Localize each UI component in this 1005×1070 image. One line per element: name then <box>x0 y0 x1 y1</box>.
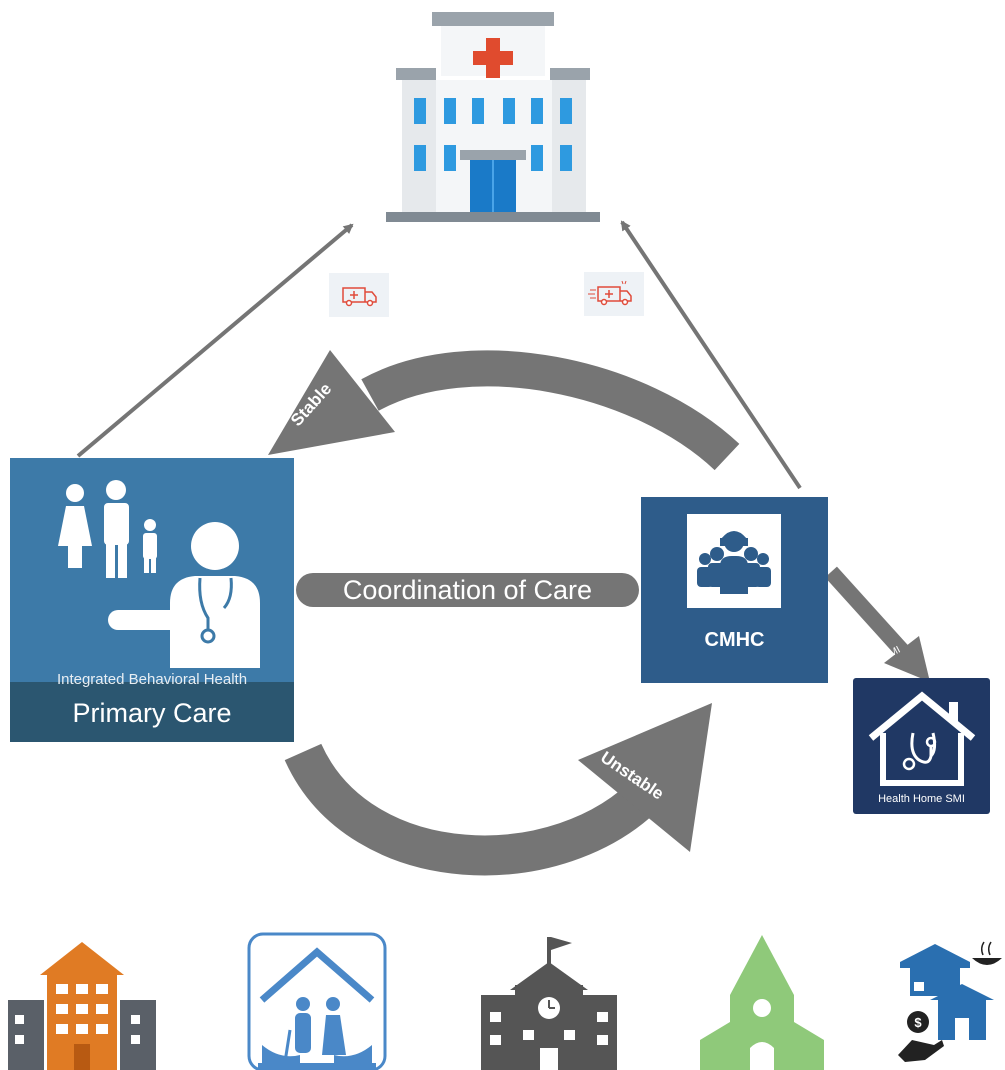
stable-arrow <box>268 350 740 471</box>
primary-to-hospital-arrow <box>76 223 354 458</box>
cmhc-to-hospital-arrow <box>620 220 802 490</box>
svg-text:$: $ <box>914 1015 922 1030</box>
cmhc-box: CMHC <box>641 497 828 683</box>
primary-care-title: Primary Care <box>72 698 232 728</box>
ambulance-icon-right <box>584 272 644 316</box>
family-doctor-icon <box>58 480 260 668</box>
house-stethoscope-icon <box>868 691 976 786</box>
primary-care-box: Integrated Behavioral Health Primary Car… <box>10 458 294 742</box>
elderly-housing-icon <box>247 932 387 1070</box>
cmhc-label: CMHC <box>704 629 765 651</box>
hospital-icon <box>386 12 600 222</box>
health-home-box: Health Home SMI <box>853 678 990 814</box>
coordination-of-care-bar: Coordination of Care <box>296 573 639 607</box>
primary-care-band <box>10 682 294 742</box>
group-icon <box>687 514 781 608</box>
unstable-arrow <box>284 703 712 876</box>
apartment-building-icon <box>8 942 156 1070</box>
ambulance-icon-left <box>329 273 389 317</box>
school-icon <box>481 937 617 1070</box>
primary-care-subtitle: Integrated Behavioral Health <box>56 671 248 688</box>
community-services-icon: $ <box>898 941 1002 1062</box>
health-home-label: Health Home SMI <box>878 793 965 805</box>
church-icon <box>700 935 824 1070</box>
smi-arrow <box>825 566 930 682</box>
